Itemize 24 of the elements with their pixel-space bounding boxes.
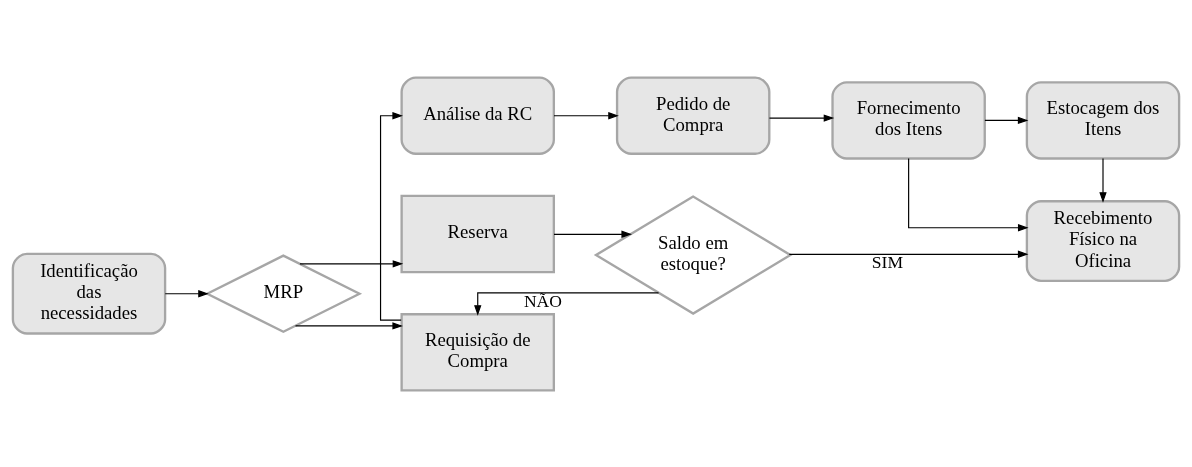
node-box: Recebimento Físico na Oficina	[1025, 199, 1181, 282]
arrow	[294, 321, 403, 330]
arrow	[1099, 157, 1107, 203]
arrow	[474, 291, 660, 316]
arrow	[553, 230, 632, 238]
arrow	[908, 157, 1029, 231]
node-box: Identificação das necessidades	[11, 252, 167, 335]
arrow	[379, 111, 403, 321]
node-box: Pedido de Compra	[615, 76, 771, 155]
node-box: Requisição de Compra	[400, 312, 555, 391]
node-box: Análise da RC	[400, 76, 555, 155]
arrow	[164, 289, 209, 297]
edge-label: NÃO	[523, 290, 562, 311]
node-box: Fornecimento dos Itens	[831, 80, 986, 160]
arrow	[788, 250, 1029, 258]
arrow	[299, 259, 404, 268]
arrow	[984, 116, 1029, 124]
node-box: Reserva	[400, 194, 555, 273]
arrow	[768, 113, 835, 122]
node-diamond: MRP	[204, 253, 363, 333]
node-box: Estocagem dos Itens	[1025, 80, 1181, 160]
arrow	[553, 111, 619, 119]
node-diamond: Saldo em estoque?	[593, 194, 793, 315]
edge-label: SIM	[871, 251, 904, 272]
